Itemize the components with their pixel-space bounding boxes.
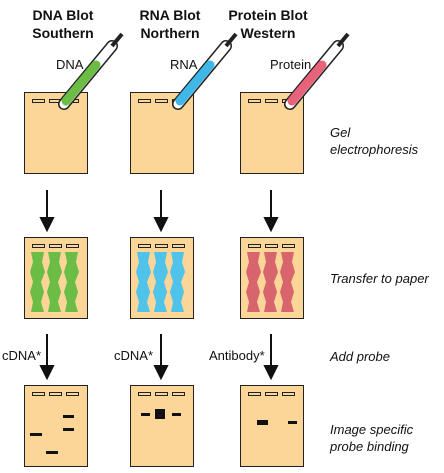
sample-label-dna: DNA [56, 57, 84, 72]
blot-smear-rna [136, 252, 185, 312]
gel-well [265, 244, 278, 248]
gel-well [138, 99, 151, 103]
gel-well [282, 244, 295, 248]
gel-well [248, 244, 261, 248]
sample-label-rna: RNA [170, 57, 198, 72]
probe-image-rna [130, 385, 194, 467]
gel-well [32, 99, 45, 103]
title-rna-blot: RNA Blot Northern [115, 6, 225, 42]
sample-label-protein: Protein [270, 57, 312, 72]
pipette-icon [58, 32, 124, 110]
blot-smear-protein [246, 252, 295, 312]
gel-well [138, 392, 151, 396]
gel-well [248, 392, 261, 396]
pipette-icon [172, 32, 238, 110]
probe-band [30, 409, 297, 454]
step-line2: probe binding [330, 439, 409, 454]
gel-well [49, 392, 62, 396]
title-dna-blot: DNA Blot Southern [8, 6, 118, 42]
gel-well [138, 244, 151, 248]
step-add-probe: Add probe [330, 349, 390, 364]
gel-well [265, 392, 278, 396]
step-line1: Gel [330, 125, 351, 140]
gel-well [282, 392, 295, 396]
title-line2: Southern [32, 25, 94, 41]
blot-smear-dna [30, 252, 79, 312]
gel-well [155, 244, 168, 248]
pipette-icon [284, 32, 350, 110]
down-arrow-icon [39, 334, 279, 381]
gel-well [155, 392, 168, 396]
probe-label-dna: cDNA* [2, 348, 42, 363]
step-line2: electrophoresis [330, 142, 419, 157]
gel-well [66, 244, 79, 248]
step-transfer-to-paper: Transfer to paper [330, 271, 429, 286]
title-line2: Northern [140, 25, 200, 41]
gel-well [172, 392, 185, 396]
step-image-probe-binding: Image specific probe binding [330, 421, 413, 455]
title-protein-blot: Protein Blot Western [213, 6, 323, 42]
gel-well [155, 99, 168, 103]
title-line1: DNA Blot [32, 7, 94, 23]
gel-well [32, 244, 45, 248]
title-line1: Protein Blot [228, 7, 308, 23]
gel-well [66, 392, 79, 396]
probe-label-protein: Antibody* [209, 348, 265, 363]
probe-label-rna: cDNA* [114, 348, 154, 363]
gel-well [265, 99, 278, 103]
down-arrow-icon [39, 190, 279, 233]
title-line2: Western [240, 25, 296, 41]
gel-well [248, 99, 261, 103]
gel-well [172, 244, 185, 248]
step-line1: Image specific [330, 422, 414, 437]
title-line1: RNA Blot [139, 7, 201, 23]
step-gel-electrophoresis: Gel electrophoresis [330, 124, 418, 158]
probe-image-protein [240, 385, 304, 467]
gel-well [49, 244, 62, 248]
gel-well [32, 392, 45, 396]
